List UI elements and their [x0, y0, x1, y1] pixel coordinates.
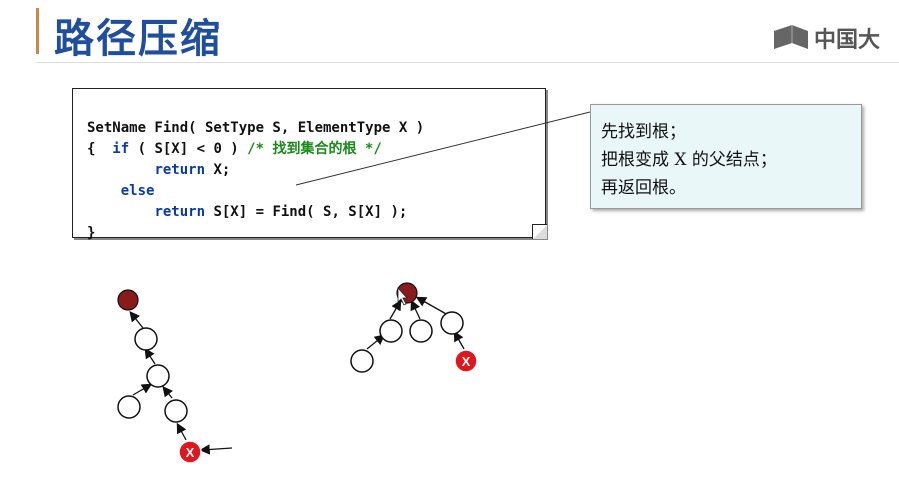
edge-left-2: [144, 347, 156, 365]
title-accent-bar: [36, 8, 39, 54]
code-comment: /* 找到集合的根 */: [247, 141, 382, 157]
callout-line-1: 先找到根；: [601, 122, 686, 142]
left-node-4: [164, 399, 188, 423]
right-x-node: [454, 349, 478, 373]
right-node-4: [350, 349, 374, 373]
left-node-1: [134, 327, 158, 351]
code-keyword-if: if: [112, 141, 130, 157]
code-line-2-indent: {: [87, 141, 113, 157]
watermark: 中国大: [772, 18, 880, 58]
edge-left-5: [176, 422, 187, 441]
right-node-3: [440, 311, 464, 335]
code-keyword-else: else: [120, 183, 155, 199]
x-pointer-arrow: [199, 444, 233, 455]
callout-line-2: 把根变成 X 的父结点；: [601, 150, 777, 170]
right-node-1: [379, 319, 403, 343]
edge-right-5: [453, 330, 465, 350]
code-box: SetName Find( SetType S, ElementType X )…: [72, 88, 547, 241]
title-divider: [36, 62, 899, 63]
callout-box: 先找到根； 把根变成 X 的父结点； 再返回根。: [590, 104, 862, 209]
code-line-5-rest: S[X] = Find( S, S[X] );: [205, 204, 408, 220]
code-line-2-cond: ( S[X] < 0 ): [129, 141, 248, 157]
code-keyword-return-1: return: [154, 162, 206, 178]
code-line-1: SetName Find( SetType S, ElementType X ): [87, 120, 425, 136]
mouse-cursor-icon: [397, 286, 408, 306]
edge-right-3: [415, 296, 449, 316]
mooc-logo-icon: [774, 25, 808, 49]
right-node-2: [409, 319, 433, 343]
code-block: SetName Find( SetType S, ElementType X )…: [87, 97, 424, 265]
edge-right-4: [366, 334, 386, 350]
left-x-node: [178, 440, 202, 464]
code-line-3-rest: X;: [205, 162, 231, 178]
edge-left-3: [132, 383, 153, 396]
edge-left-1: [129, 310, 144, 329]
left-node-2: [146, 364, 170, 388]
code-line-6: }: [87, 225, 96, 241]
slide-title: 路径压缩: [54, 16, 222, 62]
edge-right-1: [389, 299, 402, 320]
edge-left-4: [162, 385, 173, 399]
edge-right-2: [410, 299, 421, 320]
page-fold-corner: [532, 224, 547, 239]
left-root-node: [117, 289, 139, 311]
watermark-text: 中国大: [814, 28, 881, 53]
left-x-label: X: [186, 445, 195, 460]
callout-pointer-line: [295, 111, 591, 186]
callout-line-3: 再返回根。: [601, 178, 686, 198]
code-keyword-return-2: return: [154, 204, 206, 220]
left-node-3: [117, 395, 141, 419]
right-x-label: X: [462, 354, 471, 369]
